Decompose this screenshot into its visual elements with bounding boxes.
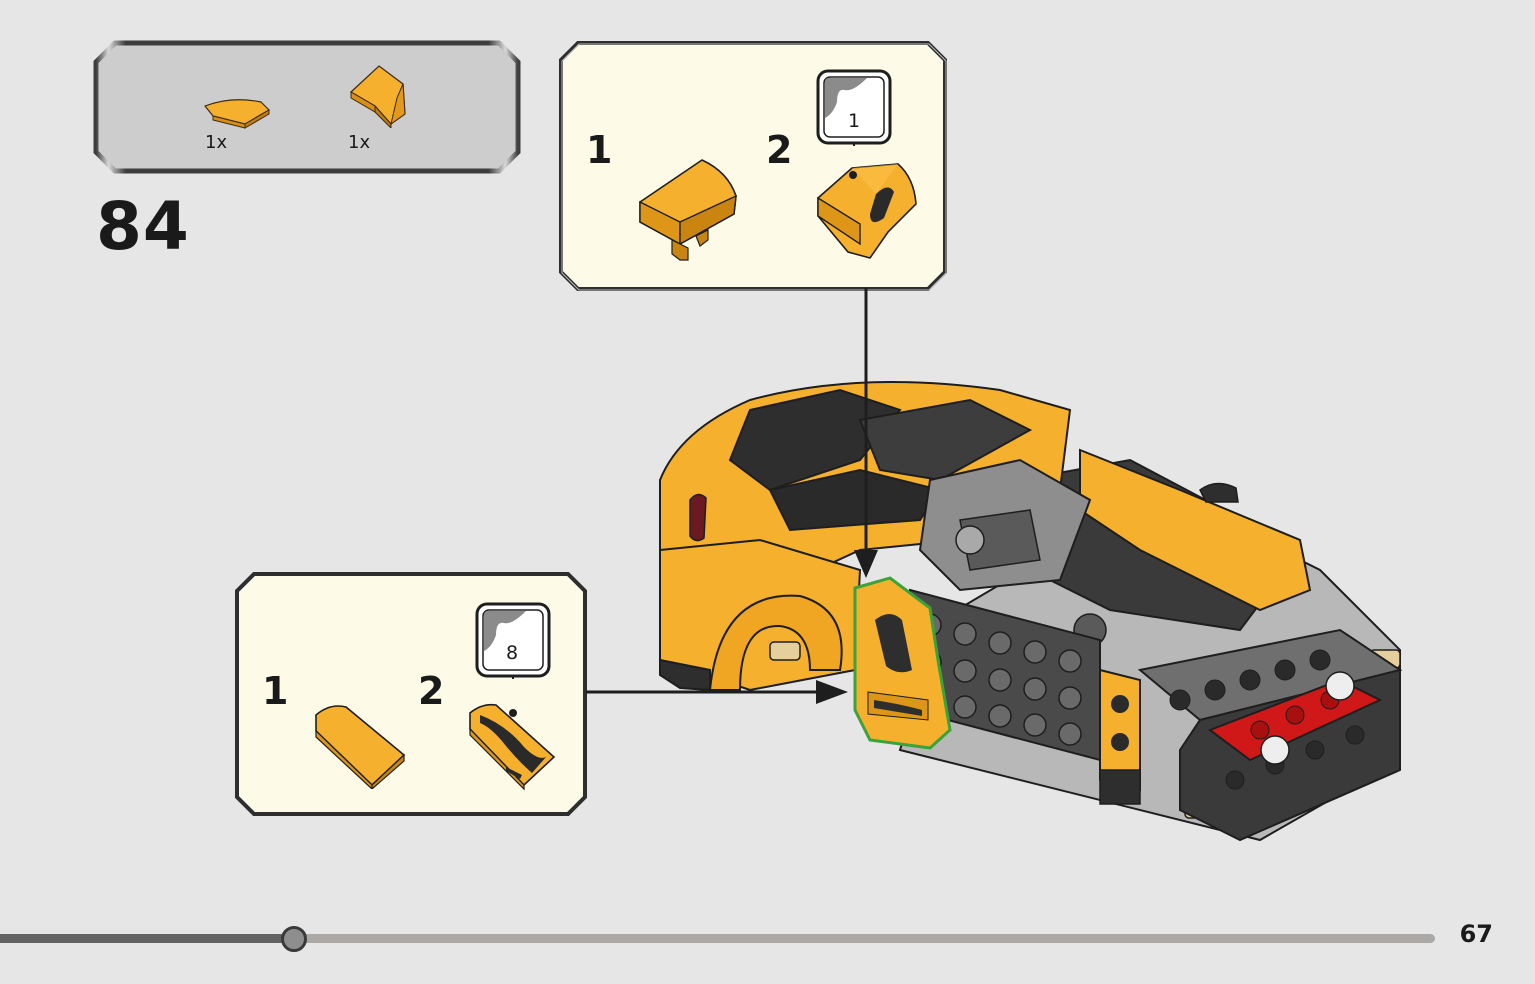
orange-curved-slope-part (315, 705, 406, 789)
part-quantity: 1x (205, 132, 228, 153)
sub-step-number: 2 (418, 669, 445, 713)
subassembly-callout-b: 1 2 8 (234, 571, 588, 817)
parts-list-box: 1x 1x (93, 40, 521, 174)
sub-step-number: 1 (262, 669, 289, 713)
sub-step-number: 2 (766, 128, 793, 172)
sticker-sheet-icon (816, 69, 892, 146)
sticker-sheet-number: 1 (848, 110, 861, 132)
subassembly-callout-a: 1 2 1 (558, 40, 948, 292)
sticker-anchor-dot (509, 709, 517, 717)
orange-wedge-with-sticker-part (817, 163, 917, 259)
orange-wedge-slope-part (639, 159, 737, 261)
down-arrow-icon (854, 550, 878, 578)
part-quantity: 1x (348, 132, 371, 153)
orange-curved-slope-with-sticker-part (469, 703, 556, 791)
step-number: 84 (96, 188, 190, 265)
car-model-illustration (659, 381, 1403, 842)
pointer-arrows (586, 288, 878, 704)
progress-fill (0, 934, 294, 943)
orange-wedge-slope-part (349, 65, 406, 128)
progress-track (0, 934, 1435, 943)
right-arrow-icon (816, 680, 848, 704)
sticker-sheet-icon (475, 602, 551, 679)
page-number: 67 (1459, 920, 1493, 948)
sub-step-number: 1 (586, 128, 613, 172)
progress-knob (281, 926, 307, 952)
orange-curved-slope-part (204, 99, 270, 129)
sticker-anchor-dot (849, 171, 857, 179)
sticker-sheet-number: 8 (506, 642, 519, 664)
